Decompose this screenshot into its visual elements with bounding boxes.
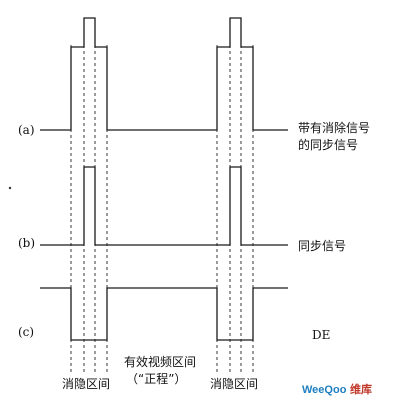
waveform-a-composite-sync [40,17,288,131]
stray-dot [8,186,12,190]
row-label-c: (c) [18,325,34,339]
row-label-b: (b) [18,236,35,250]
watermark-suffix: 维库 [350,382,372,396]
watermark: WeeQoo 维库 [302,382,372,396]
signal-name-a-line1: 带有消除信号 [298,120,370,135]
blank-interval-label-1: 消隐区间 [62,377,110,391]
active-interval-label-line1: 有效视频区间 [124,354,196,369]
interval-guides [70,45,254,372]
blank-interval-label-2: 消隐区间 [210,377,258,391]
signal-name-b: 同步信号 [298,239,346,253]
signal-name-c: DE [312,328,330,342]
waveform-b-sync [40,166,288,246]
waveform-c-de [40,287,288,341]
signal-name-a-line2: 的同步信号 [298,137,358,152]
watermark-brand: WeeQoo [302,384,347,396]
row-label-a: (a) [18,123,35,137]
active-interval-label-line2: （“正程”） [126,371,186,386]
